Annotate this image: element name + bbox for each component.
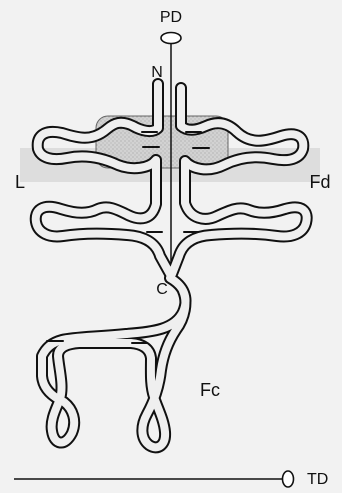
n-label: N bbox=[151, 64, 163, 81]
pd-ellipse bbox=[161, 33, 181, 44]
l-label: L bbox=[15, 172, 25, 192]
fc-label: Fc bbox=[200, 380, 220, 400]
td-circle bbox=[283, 471, 294, 487]
pd-label: PD bbox=[160, 9, 182, 26]
fd-label: Fd bbox=[309, 172, 330, 192]
c-label: C bbox=[156, 281, 168, 298]
td-label: TD bbox=[307, 471, 328, 488]
